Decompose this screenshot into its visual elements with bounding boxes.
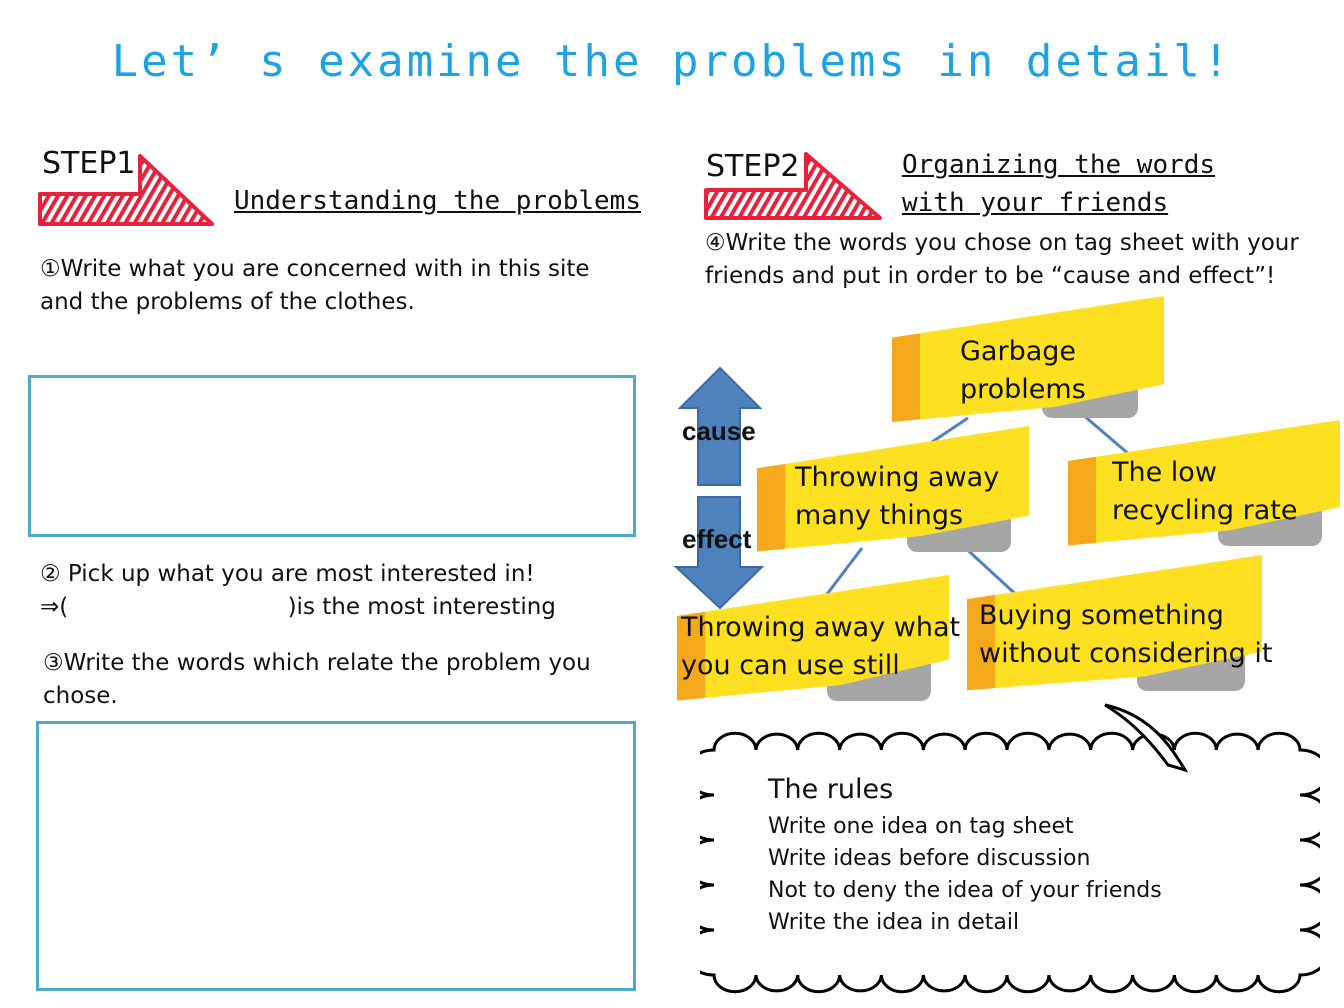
speech-tail [1104,703,1189,773]
question-2-line2[interactable]: ⇒( )is the most interesting [40,594,556,620]
step1-heading: Understanding the problems [234,186,641,216]
question-3-line1: ③Write the words which relate the proble… [43,650,591,676]
cause-label: cause [682,416,756,446]
question-1-line1: ①Write what you are concerned with in th… [40,256,590,282]
step1-label: STEP1 [42,146,136,181]
rules-title: The rules [768,774,894,805]
step2-heading-line1: Organizing the words [902,150,1216,180]
effect-label: effect [682,524,752,554]
question-4: ④Write the words you chose on tag sheet … [705,227,1299,293]
rules-list: Write one idea on tag sheet Write ideas … [768,811,1162,939]
question-4-line1: ④Write the words you chose on tag sheet … [705,230,1299,256]
up-arrow-icon [677,366,763,486]
rule-item: Not to deny the idea of your friends [768,878,1162,903]
answer-box-1[interactable] [28,375,636,537]
step1-arrow-icon [38,154,214,226]
question-4-line2: friends and put in order to be “cause an… [705,263,1276,289]
question-3-line2: chose. [43,683,118,709]
rule-item: Write ideas before discussion [768,846,1091,871]
cause-effect-arrows [673,366,765,610]
question-3: ③Write the words which relate the proble… [43,647,591,713]
question-2: ② Pick up what you are most interested i… [40,558,556,624]
page-title: Let’ s examine the problems in detail! [111,36,1233,87]
step2-label: STEP2 [706,149,800,184]
rule-item: Write the idea in detail [768,910,1020,935]
answer-box-3[interactable] [36,721,636,991]
rule-item: Write one idea on tag sheet [768,814,1074,839]
question-1: ①Write what you are concerned with in th… [40,253,590,319]
question-2-line1: ② Pick up what you are most interested i… [40,561,535,587]
step2-arrow-icon [704,152,882,220]
down-arrow-icon [673,496,765,610]
speech-cloud [700,703,1320,994]
step2-heading-line2: with your friends [902,188,1169,218]
question-1-line2: and the problems of the clothes. [40,289,415,315]
